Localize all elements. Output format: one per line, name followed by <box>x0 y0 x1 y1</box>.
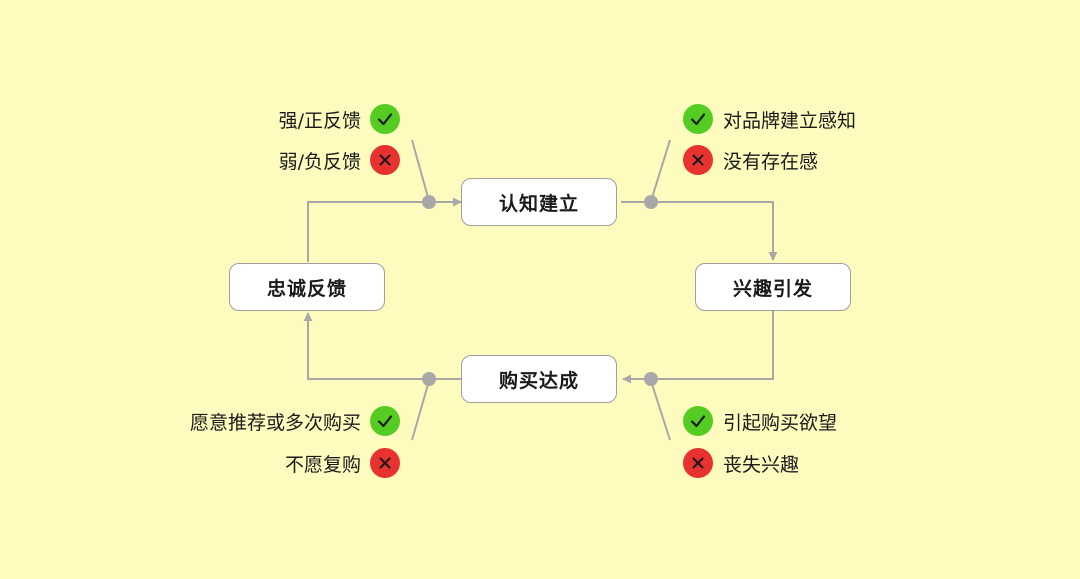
check-icon <box>683 406 713 436</box>
check-icon <box>370 406 400 436</box>
stage-loyalty-box: 忠诚反馈 <box>229 263 385 311</box>
purchase-positive-label: 愿意推荐或多次购买 <box>189 411 361 434</box>
check-icon <box>370 104 400 134</box>
cross-icon <box>683 145 713 175</box>
stage-purchase-box: 购买达成 <box>461 355 617 403</box>
connector-purchase-to-loyalty <box>303 312 461 380</box>
leader-line-loyalty-feedback <box>411 139 430 202</box>
purchase-negative-label: 不愿复购 <box>284 453 361 476</box>
cross-icon <box>683 448 713 478</box>
connector-loyalty-to-awareness <box>307 197 462 262</box>
junction-dot <box>422 372 436 386</box>
leader-line-purchase-feedback <box>411 380 430 441</box>
stage-awareness-box: 认知建立 <box>461 178 617 226</box>
loyalty-positive-label: 强/正反馈 <box>278 109 361 132</box>
cross-icon <box>370 448 400 478</box>
awareness-negative-label: 没有存在感 <box>723 150 819 173</box>
connector-interest-to-purchase <box>622 311 774 384</box>
cross-icon <box>370 145 400 175</box>
leader-line-interest-feedback <box>650 380 671 441</box>
leader-line-awareness-feedback <box>650 139 671 202</box>
check-icon <box>683 104 713 134</box>
junction-dot <box>644 372 658 386</box>
interest-positive-label: 引起购买欲望 <box>723 411 838 434</box>
loyalty-negative-label: 弱/负反馈 <box>278 150 361 173</box>
connector-awareness-to-interest <box>621 201 778 261</box>
awareness-positive-label: 对品牌建立感知 <box>723 109 857 132</box>
stage-interest-box: 兴趣引发 <box>695 263 851 311</box>
interest-negative-label: 丧失兴趣 <box>723 453 800 476</box>
junction-dot <box>422 195 436 209</box>
junction-dot <box>644 195 658 209</box>
